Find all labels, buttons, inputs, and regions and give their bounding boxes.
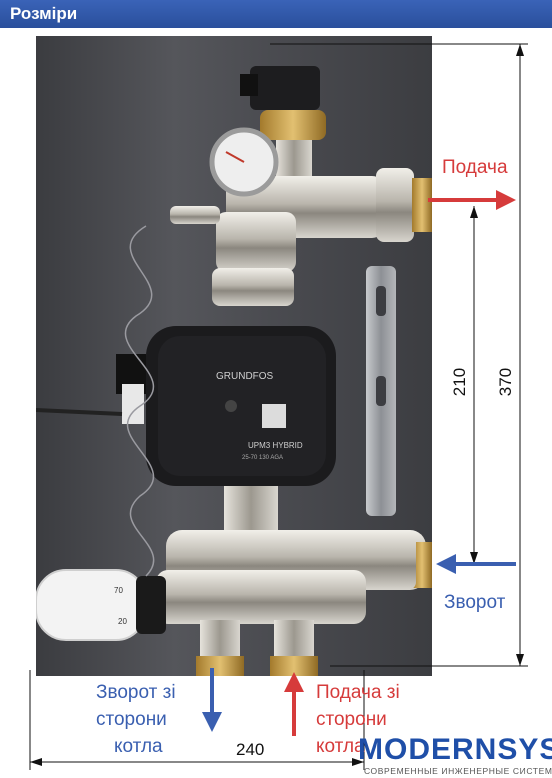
logo-tagline: СОВРЕМЕННЫЕ ИНЖЕНЕРНЫЕ СИСТЕМЫ xyxy=(364,766,552,776)
return-arrow-head xyxy=(436,554,456,574)
brand-logo: MODERNSYS СОВРЕМЕННЫЕ ИНЖЕНЕРНЫЕ СИСТЕМЫ xyxy=(358,733,552,778)
dim-arrow-210-bottom xyxy=(470,552,478,564)
return-label: Зворот xyxy=(444,592,506,613)
boiler-return-label-1: Зворот зі xyxy=(96,682,176,703)
dimension-210: 210 xyxy=(450,367,470,397)
boiler-return-arrow-head xyxy=(202,712,222,732)
supply-arrow-head xyxy=(496,190,516,210)
pump-group-illustration: GRUNDFOS UPM3 HYBRID 25-70 130 AGA 70 20 xyxy=(36,66,432,676)
boiler-supply-label-2: сторони xyxy=(316,709,387,730)
boiler-supply-label-1: Подача зі xyxy=(316,682,400,703)
boiler-return-label-2: сторони xyxy=(96,709,167,730)
dim-arrow-370-top xyxy=(516,44,524,56)
dimension-240: 240 xyxy=(236,740,265,759)
section-title: Розміри xyxy=(10,4,78,23)
boiler-return-label-3: котла xyxy=(114,736,163,757)
dim-arrow-370-bottom xyxy=(516,654,524,666)
section-header: Розміри xyxy=(0,0,552,28)
supply-label: Подача xyxy=(442,157,508,178)
pump-model-sub: 25-70 130 AGA xyxy=(242,455,283,461)
dimension-370: 370 xyxy=(496,367,516,397)
pump-model: UPM3 HYBRID xyxy=(248,441,303,450)
dim-arrow-240-left xyxy=(30,758,42,766)
dim-arrow-210-top xyxy=(470,206,478,218)
product-photo: GRUNDFOS UPM3 HYBRID 25-70 130 AGA 70 20 xyxy=(36,36,432,676)
thermo-scale-20: 20 xyxy=(118,617,127,626)
pump-brand: GRUNDFOS xyxy=(216,371,274,382)
logo-wordmark: MODERNSYS xyxy=(358,733,552,766)
thermo-scale-70: 70 xyxy=(114,586,123,595)
boiler-supply-label-3: котла xyxy=(316,736,365,757)
